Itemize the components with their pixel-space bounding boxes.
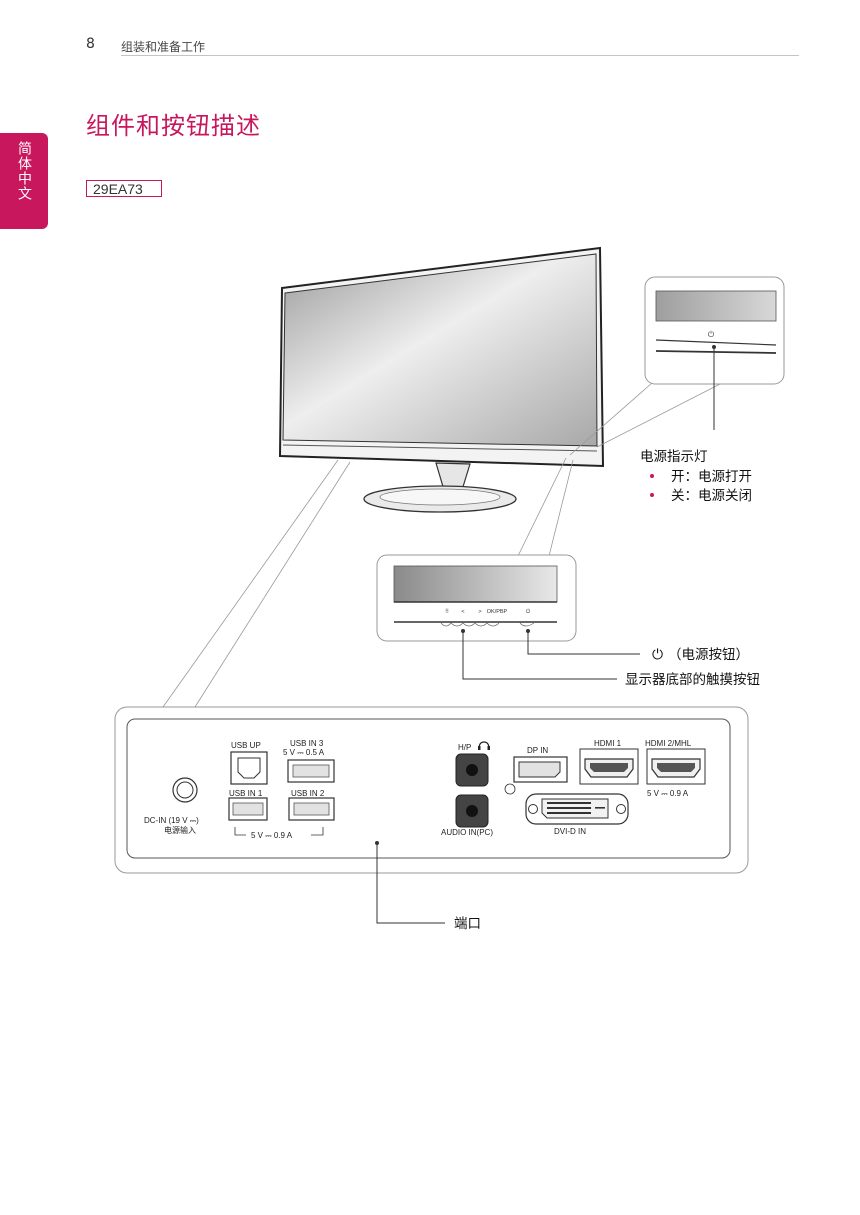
section-title: 组件和按钮描述: [86, 112, 261, 140]
usb-in3-label: USB IN 3: [290, 739, 324, 748]
right-button-label: >: [478, 609, 481, 615]
page-number: 8: [86, 36, 95, 52]
power-button-callout: （电源按钮）: [668, 647, 749, 662]
usb-up-label: USB UP: [231, 741, 261, 750]
power-button-label: ⏻: [526, 608, 531, 615]
power-indicator-title: 电源指示灯: [640, 449, 708, 464]
model-badge: 29EA73: [86, 180, 162, 197]
svg-text:⏻: ⏻: [708, 330, 715, 339]
hdmi-rating: 5 V ⎓ 0.9 A: [647, 789, 689, 798]
left-button-label: <: [461, 609, 464, 615]
touch-buttons-callout: 显示器底部的触摸按钮: [625, 672, 760, 687]
dp-in-label: DP IN: [527, 746, 548, 755]
rear-panel-zoom: USB UP USB IN 3 5 V ⎓ 0.5 A USB IN 1 USB…: [114, 459, 749, 924]
monitor-front: [278, 246, 605, 513]
usb-in1-label: USB IN 1: [229, 789, 263, 798]
dc-in-cn-label: 电源输入: [164, 825, 196, 835]
header-divider: [121, 55, 799, 56]
power-indicator-zoom: ⏻: [569, 276, 785, 456]
power-symbol-icon: ⏻: [652, 646, 663, 662]
bullet-1: [650, 474, 654, 478]
hdmi2-label: HDMI 2/MHL: [645, 739, 692, 748]
usb-in3-rating: 5 V ⎓ 0.5 A: [283, 748, 325, 757]
bullet-2: [650, 493, 654, 497]
dc-in-label: DC-IN (19 V ⎓): [144, 816, 199, 825]
ok-pbp-button-label: OK/PBP: [487, 609, 508, 615]
audio-in-label: AUDIO IN(PC): [441, 828, 493, 837]
power-indicator-on: 开：电源打开: [671, 468, 752, 484]
dvi-label: DVI-D IN: [554, 827, 586, 836]
language-tab-label: 简体中文: [16, 141, 32, 201]
ports-callout: 端口: [454, 916, 481, 931]
running-title: 组装和准备工作: [121, 40, 206, 54]
hdmi1-label: HDMI 1: [594, 739, 622, 748]
power-indicator-off: 关：电源关闭: [671, 488, 752, 503]
menu-button-label: ⠿: [445, 608, 449, 615]
language-tab: 简体中文: [0, 133, 48, 229]
usb-rating: 5 V ⎓ 0.9 A: [251, 831, 293, 840]
headphone-icon: [478, 741, 490, 750]
usb-in2-label: USB IN 2: [291, 789, 325, 798]
hp-label: H/P: [458, 743, 471, 752]
touch-buttons-zoom: ⠿ < > OK/PBP ⏻: [376, 457, 640, 680]
